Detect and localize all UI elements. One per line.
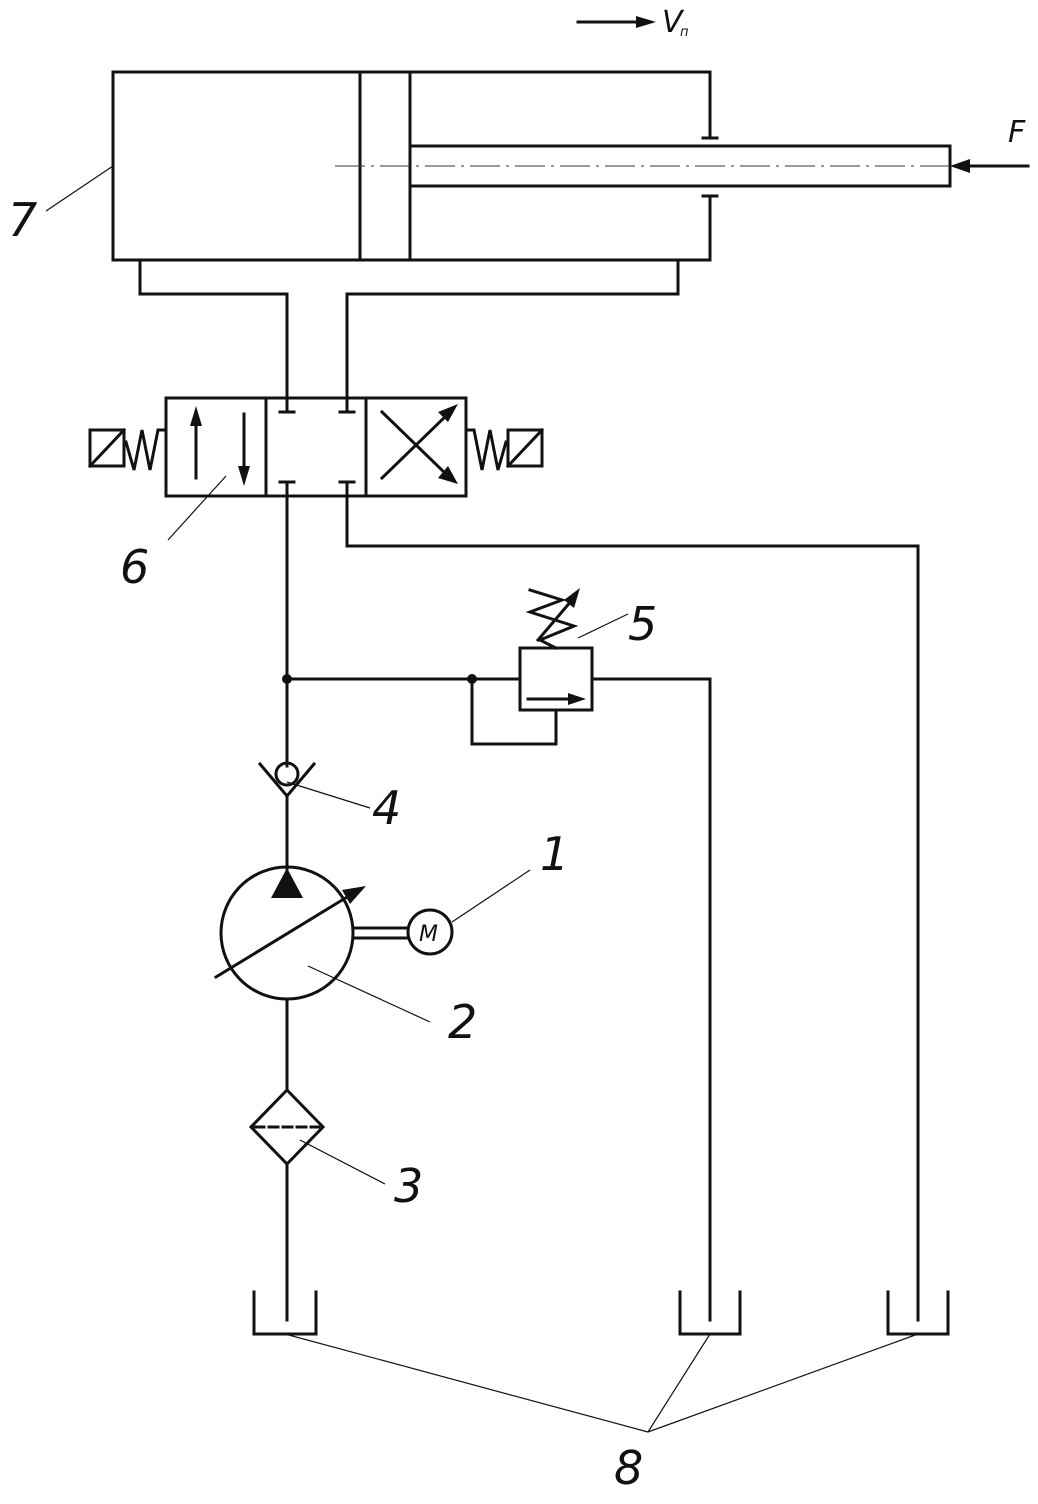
- tank-left: [252, 1290, 318, 1336]
- left-spring-solenoid: [87, 427, 168, 471]
- velocity-label: V: [662, 5, 685, 40]
- velocity-arrow: [576, 16, 656, 28]
- check-valve: [257, 761, 317, 799]
- left-solenoid: [88, 428, 126, 468]
- return-line-valve: [345, 494, 920, 1322]
- label-cylinder: 7: [8, 193, 37, 247]
- label-tanks: 8: [614, 1441, 643, 1495]
- label-check-valve: 4: [372, 781, 401, 835]
- velocity-subscript: п: [680, 25, 689, 40]
- cylinder-lines: [138, 258, 680, 400]
- parallel-flow-arrows: [190, 406, 250, 486]
- leader-lines: [45, 165, 919, 1433]
- label-motor: 1: [540, 827, 569, 881]
- variable-displacement-pump: [213, 865, 366, 1001]
- pressure-relief-valve: [518, 588, 594, 712]
- label-relief-valve: 5: [628, 597, 657, 651]
- force-label: F: [1008, 115, 1026, 150]
- motor-symbol: M: [419, 922, 438, 947]
- right-solenoid: [506, 428, 544, 468]
- label-directional-valve: 6: [120, 540, 149, 594]
- hydraulic-cylinder: [111, 70, 1000, 262]
- blocked-ports: [278, 396, 356, 498]
- electric-motor: [406, 908, 454, 956]
- directional-control-valve: [164, 396, 468, 498]
- right-spring-solenoid: [464, 427, 545, 471]
- filter: [248, 1087, 326, 1167]
- label-pump: 2: [448, 995, 477, 1049]
- label-filter: 3: [394, 1159, 423, 1213]
- drive-shaft: [351, 926, 410, 940]
- relief-return-line: [590, 677, 712, 1322]
- force-arrow: [950, 159, 1030, 173]
- relief-pilot-line: [470, 677, 558, 746]
- crossed-flow-arrows: [379, 404, 458, 484]
